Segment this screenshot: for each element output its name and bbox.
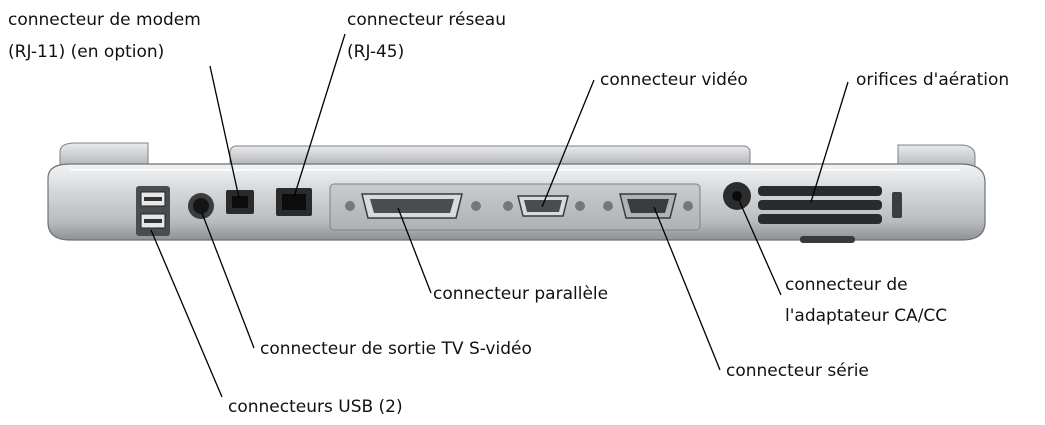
usb-ports [136, 186, 170, 236]
label-vents: orifices d'aération [856, 70, 1009, 90]
label-video: connecteur vidéo [600, 70, 748, 90]
label-parallel: connecteur parallèle [433, 284, 608, 304]
label-adapter-line-1: connecteur de [785, 275, 908, 295]
ac-adapter-port [723, 182, 751, 210]
leader-line-serial [653, 206, 721, 371]
label-svideo: connecteur de sortie TV S-vidéo [260, 339, 532, 359]
label-usb: connecteurs USB (2) [228, 397, 403, 417]
label-serial: connecteur série [726, 361, 869, 381]
air-vents [758, 186, 902, 224]
label-modem-line-2: (RJ-11) (en option) [8, 42, 164, 62]
rubber-foot [800, 236, 855, 243]
label-modem-line-1: connecteur de modem [8, 10, 201, 30]
s-video-port [188, 193, 214, 219]
leader-line-adapter [737, 197, 782, 296]
leader-line-modem [209, 65, 240, 199]
leader-lines [150, 33, 849, 398]
rj45-port [276, 188, 312, 216]
label-network-line-1: connecteur réseau [347, 10, 506, 30]
leader-line-video [541, 79, 595, 208]
leader-line-usb [150, 229, 223, 398]
serial-port [603, 193, 693, 219]
leader-line-svideo [201, 212, 255, 349]
rj11-port [226, 190, 254, 214]
leader-line-parallel [397, 207, 432, 294]
leader-line-vents [810, 81, 849, 203]
left-hinge [59, 142, 149, 171]
leader-line-network [293, 33, 346, 198]
parallel-port [345, 193, 481, 219]
label-network-line-2: (RJ-45) [347, 42, 404, 62]
label-adapter-line-2: l'adaptateur CA/CC [785, 306, 947, 326]
